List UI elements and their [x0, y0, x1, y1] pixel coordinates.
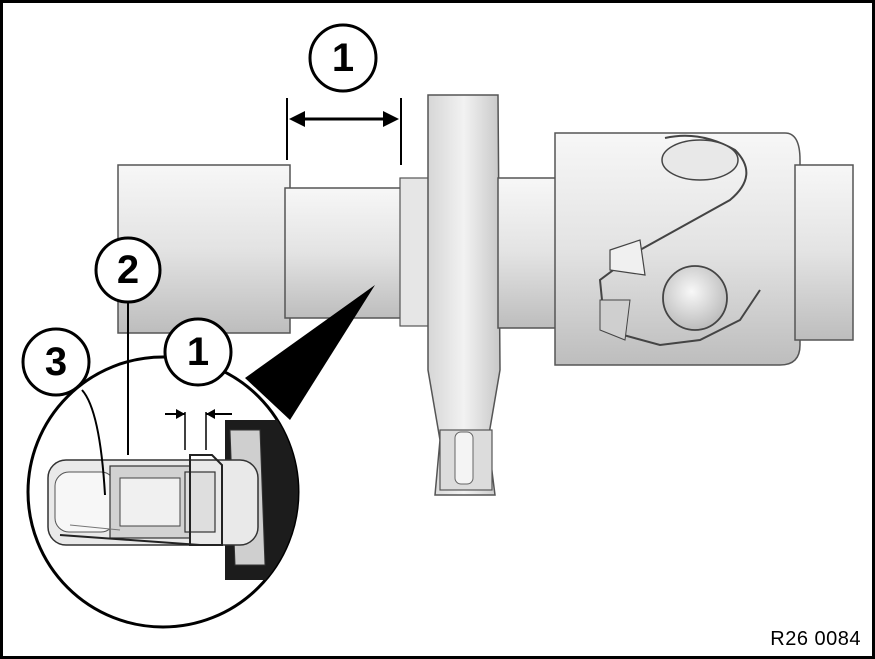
callout-3-detail: 3: [21, 327, 91, 397]
universal-joint: [554, 132, 854, 366]
callout-1-top-label: 1: [332, 36, 354, 80]
figure-reference-code: R26 0084: [764, 626, 867, 653]
callout-2-label: 2: [117, 248, 139, 292]
detail-leaders: [81, 300, 129, 496]
detail-pointer: [245, 285, 375, 420]
callout-1-detail-label: 1: [187, 330, 209, 374]
callout-3-label: 3: [45, 340, 67, 384]
shaft-stub-right: [497, 177, 564, 329]
shaft-slip-section: [284, 177, 431, 327]
callout-2-detail: 2: [94, 236, 162, 304]
callout-1-detail: 1: [163, 317, 233, 387]
callout-1-top: 1: [308, 23, 378, 93]
center-bearing-bracket: [427, 94, 501, 496]
top-dimension-marker: [286, 98, 402, 165]
